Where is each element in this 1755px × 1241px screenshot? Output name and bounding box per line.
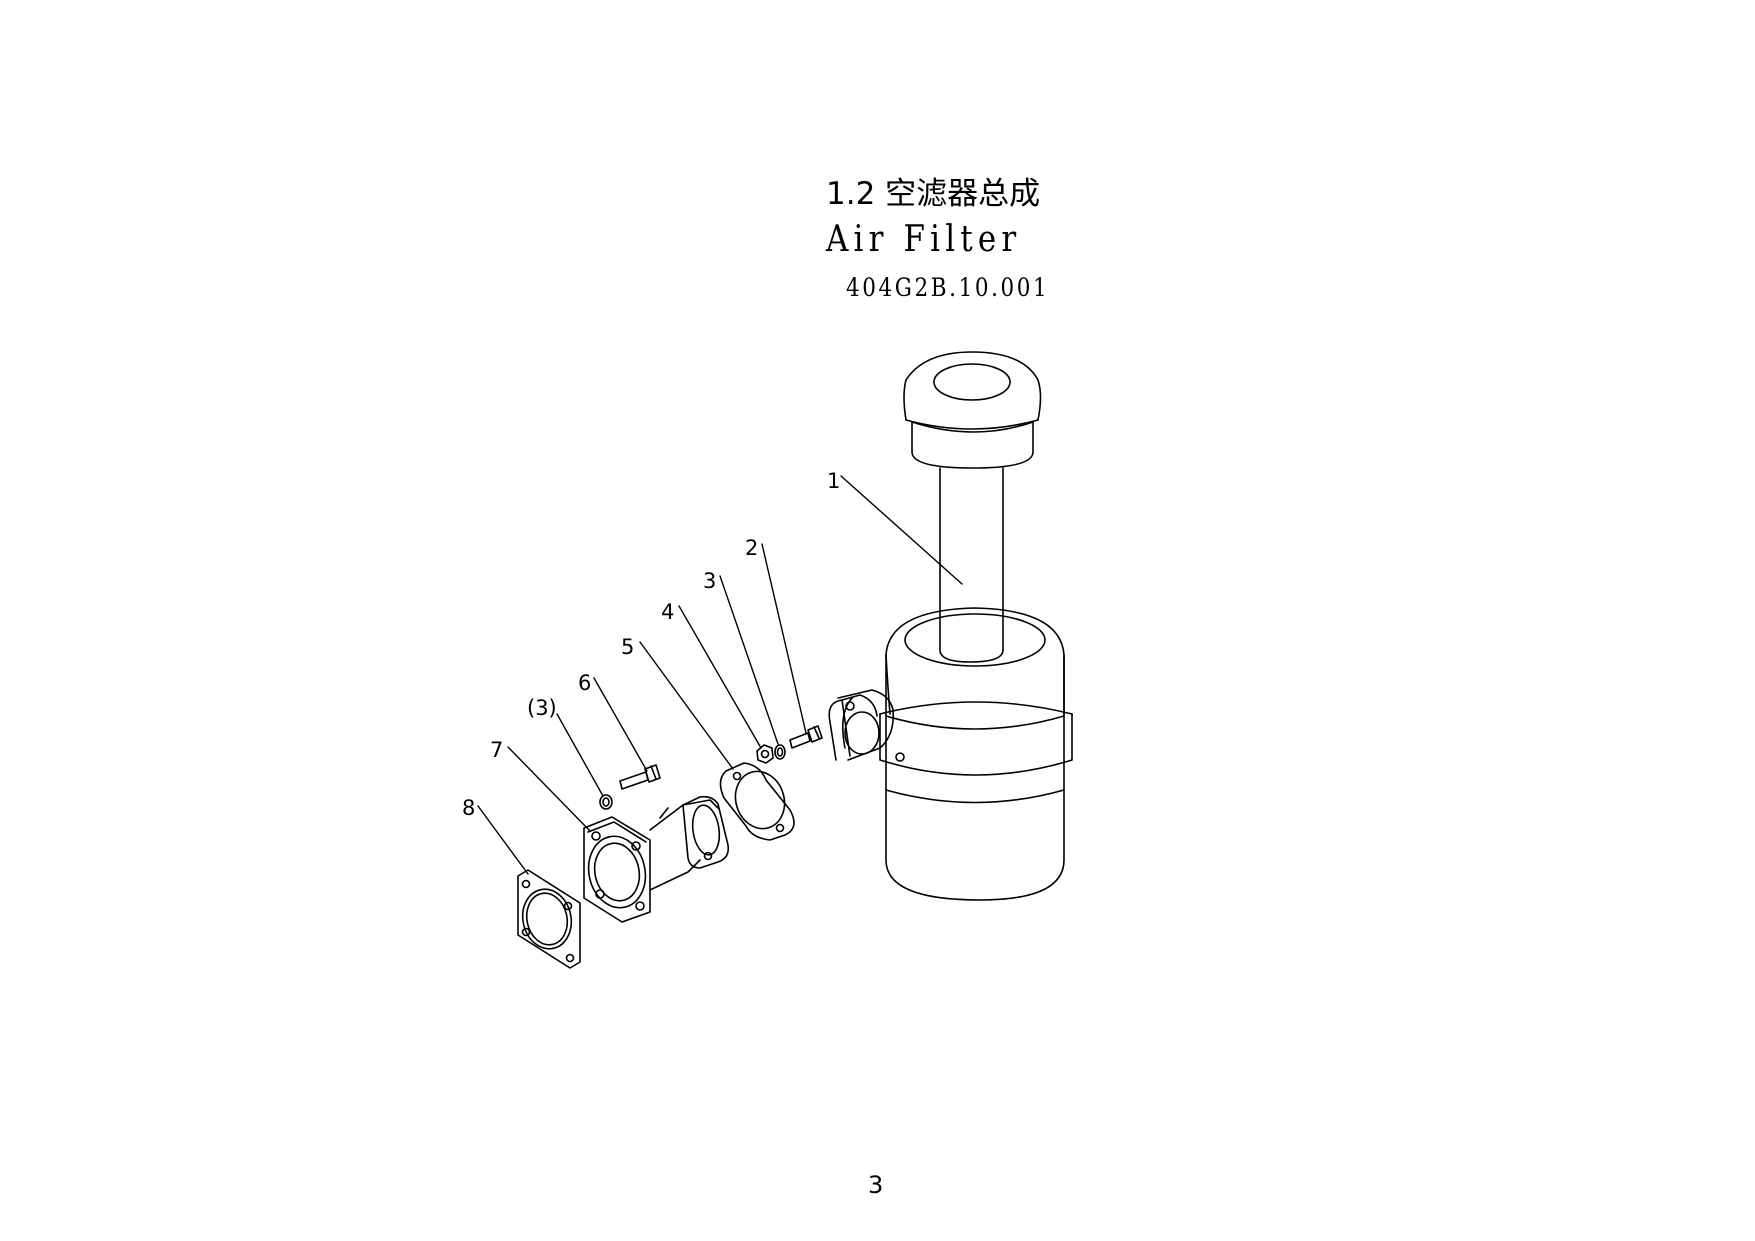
callout-2: 2 <box>745 536 758 560</box>
leader-5 <box>639 641 734 770</box>
leader-2 <box>761 543 807 734</box>
callout-6: 6 <box>578 671 591 695</box>
leader-1 <box>840 475 963 585</box>
gasket-8 <box>517 869 581 969</box>
callout-3-repeat: (3) <box>527 696 557 720</box>
page-number: 3 <box>868 1171 884 1199</box>
bolt-6 <box>619 764 661 790</box>
washer-3-repeat <box>599 794 613 810</box>
washer-3 <box>774 744 786 760</box>
nut-4 <box>756 744 774 764</box>
leader-7 <box>507 746 591 832</box>
callout-4: 4 <box>661 600 674 624</box>
bolt-2 <box>789 725 823 749</box>
gasket-5 <box>719 762 795 841</box>
intake-pipe-7 <box>583 795 730 923</box>
part-code: 404G2B.10.001 <box>846 273 1050 302</box>
callout-5: 5 <box>621 635 634 659</box>
callout-3: 3 <box>703 569 716 593</box>
leader-3 <box>719 575 779 745</box>
leader-lines <box>477 475 963 875</box>
leader-6 <box>593 677 648 772</box>
leader-8 <box>477 805 529 875</box>
air-filter-assembly <box>828 351 1073 901</box>
callout-8: 8 <box>462 796 475 820</box>
callout-1: 1 <box>827 469 840 493</box>
leader-4 <box>678 605 762 749</box>
section-title-en: Air Filter <box>826 219 1022 260</box>
leader-3-repeat <box>556 713 604 797</box>
title-block: 1.2 空滤器总成 Air Filter 404G2B.10.001 <box>0 0 1755 320</box>
section-title-cn: 1.2 空滤器总成 <box>826 176 1041 212</box>
callout-7: 7 <box>490 738 503 762</box>
